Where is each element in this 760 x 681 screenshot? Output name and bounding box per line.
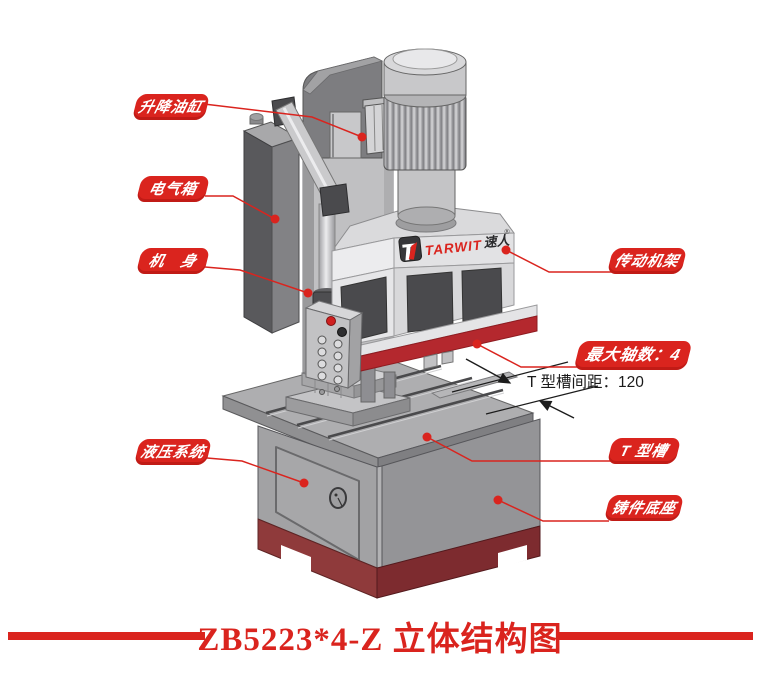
callout-transmission-frame: 传动机架	[606, 248, 688, 274]
brand-logo-text: TARWIT	[424, 237, 483, 258]
spindle-rods	[360, 367, 396, 403]
control-panel	[304, 300, 364, 389]
leader-line-electrical-box	[205, 195, 276, 220]
leader-dot-cast-base	[493, 495, 503, 505]
electrical-box-part	[242, 113, 301, 334]
callout-label-transmission-frame: 传动机架	[612, 252, 682, 270]
panel-black-knob	[337, 327, 347, 337]
leader-line-cast-base	[497, 499, 609, 522]
callout-leaders	[203, 103, 612, 522]
brand-logo: TARWIT 速人 ®	[398, 227, 511, 263]
leader-dot-electrical-box	[270, 214, 280, 224]
leader-dot-machine-body	[303, 288, 313, 298]
callout-label-hydraulic-system: 液压系统	[138, 443, 208, 461]
title-rule-left	[8, 632, 205, 640]
callout-max-spindles: 最大轴数：4	[573, 341, 693, 370]
leader-dot-transmission-frame	[501, 245, 511, 255]
panel-red-button	[326, 316, 336, 326]
motor	[383, 48, 467, 226]
gearbox-housing: TARWIT 速人 ®	[331, 227, 515, 349]
door-knob	[329, 487, 347, 509]
title-rule-right	[557, 632, 753, 640]
leader-dot-t-slot	[422, 432, 432, 442]
leader-line-machine-body	[204, 266, 309, 294]
callout-lift-cylinder: 升降油缸	[131, 94, 211, 120]
callout-label-lift-cylinder: 升降油缸	[136, 98, 206, 116]
callout-label-t-slot: T 型槽	[618, 442, 670, 460]
leader-line-t-slot	[426, 436, 612, 462]
leader-line-transmission-frame	[505, 249, 612, 273]
page-title: ZB5223*4-Z 立体结构图	[197, 622, 563, 658]
leader-dot-hydraulic-system	[299, 478, 309, 488]
callout-label-max-spindles: 最大轴数：4	[583, 346, 683, 364]
cabinet-door	[275, 446, 360, 561]
callout-hydraulic-system: 液压系统	[133, 439, 213, 465]
leader-dot-max-spindles	[472, 339, 482, 349]
brand-logo-cn: 速人	[483, 232, 511, 250]
leader-line-hydraulic-system	[206, 457, 305, 484]
callout-machine-body: 机 身	[135, 248, 211, 274]
callout-label-machine-body: 机 身	[146, 252, 200, 270]
callout-electrical-box: 电气箱	[135, 176, 211, 202]
callout-cast-base: 铸件底座	[603, 495, 685, 521]
callout-label-electrical-box: 电气箱	[146, 180, 200, 198]
leader-line-lift-cylinder	[203, 103, 363, 138]
dimension-text: T 型槽间距：120	[527, 373, 644, 391]
leader-line-max-spindles	[476, 343, 579, 368]
leader-dot-lift-cylinder	[357, 132, 367, 142]
registered-mark: ®	[504, 227, 511, 236]
cast-base-part	[257, 518, 541, 599]
dimension-annotation: T 型槽间距：120	[451, 358, 644, 419]
cabinet	[257, 418, 541, 569]
callout-label-cast-base: 铸件底座	[609, 499, 679, 517]
callout-t-slot: T 型槽	[606, 438, 682, 464]
panel-buttons	[317, 335, 343, 385]
